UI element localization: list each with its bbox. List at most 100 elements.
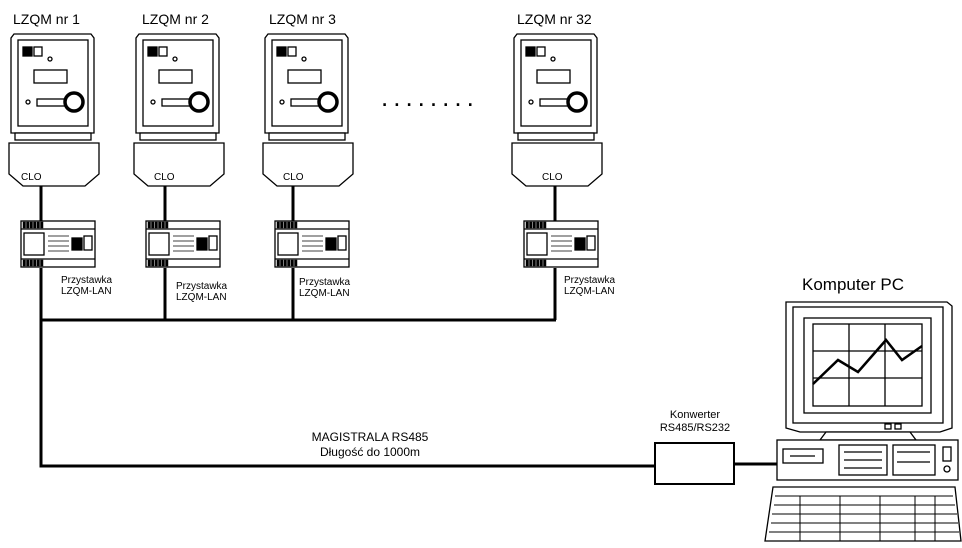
adapter-port-icon <box>71 237 83 251</box>
adapter-connector-icon <box>337 235 347 251</box>
meter-1-device <box>8 33 100 268</box>
adapter-terminal-icon <box>294 259 298 267</box>
meter-led-icon <box>33 46 43 57</box>
adapter-label-line1: Przystawka <box>176 281 228 292</box>
screen-graph-line <box>812 338 923 385</box>
meter-2-adapter-label: Przystawka LZQM-LAN <box>176 281 227 303</box>
adapter-connector-icon <box>83 235 93 251</box>
adapter-terminal-icon <box>40 221 44 229</box>
meter-knob-icon <box>317 91 339 113</box>
converter-label-line2: RS485/RS232 <box>659 422 731 434</box>
meter-2-device <box>133 33 225 268</box>
adapter-terminal-icon <box>22 259 26 267</box>
adapter-terminal-icon <box>525 221 529 229</box>
meter-1-adapter-label: Przystawka LZQM-LAN <box>61 275 112 297</box>
meter-2-title: LZQM nr 2 <box>142 11 209 27</box>
meter-indicator-icon <box>25 99 31 105</box>
drive-bay-3 <box>892 444 936 476</box>
adapter-terminal-icon <box>154 259 158 267</box>
meter-indicator-icon <box>279 99 285 105</box>
meters-layer <box>8 33 603 268</box>
meter-band <box>139 132 217 141</box>
meter-logo-icon <box>276 46 287 57</box>
meter-display <box>287 69 322 84</box>
computer-icon <box>764 301 962 542</box>
adapter-front-panel <box>23 232 45 256</box>
meter-1-base-label: CLO <box>21 172 42 183</box>
meter-band <box>517 132 595 141</box>
meter-knob-icon <box>188 91 210 113</box>
meter-32-title: LZQM nr 32 <box>517 11 592 27</box>
meter-logo-icon <box>147 46 158 57</box>
adapter-terminal-icon <box>161 221 165 229</box>
rs485-bus-lines <box>39 182 777 468</box>
adapter-terminal-icon <box>29 221 33 229</box>
adapter-terminal-icon <box>36 259 40 267</box>
meters-ellipsis: ........ <box>381 82 479 112</box>
adapter-terminal-icon <box>33 221 37 229</box>
meter-base <box>8 142 100 187</box>
adapter-terminal-icon <box>280 259 284 267</box>
adapter-terminal-icon <box>294 221 298 229</box>
adapter-module <box>274 220 350 268</box>
meter-1-title: LZQM nr 1 <box>13 11 80 27</box>
adapter-terminal-icon <box>532 259 536 267</box>
bus-main-line <box>39 320 655 468</box>
adapter-terminal-icon <box>33 259 37 267</box>
adapter-connector-icon <box>208 235 218 251</box>
adapter-terminal-icon <box>529 259 533 267</box>
meter-3-base-label: CLO <box>283 172 304 183</box>
adapter-module <box>20 220 96 268</box>
adapter-port-icon <box>325 237 337 251</box>
meter-indicator-icon <box>150 99 156 105</box>
meter-logo-icon <box>525 46 536 57</box>
meter-band <box>268 132 346 141</box>
converter-label: Konwerter RS485/RS232 <box>640 409 750 435</box>
adapter-terminal-icon <box>543 221 547 229</box>
adapter-terminal-icon <box>36 221 40 229</box>
adapter-port-icon <box>196 237 208 251</box>
adapter-terminal-icon <box>532 221 536 229</box>
meter-led-icon <box>287 46 297 57</box>
adapter-terminal-icon <box>151 259 155 267</box>
adapter-front-panel <box>277 232 299 256</box>
adapter-module <box>523 220 599 268</box>
adapter-terminal-icon <box>287 259 291 267</box>
adapter-terminal-icon <box>283 259 287 267</box>
adapter-label-line1: Przystawka <box>61 275 113 286</box>
meter-3-adapter-label: Przystawka LZQM-LAN <box>299 277 350 299</box>
meter-base <box>133 142 225 187</box>
meter-indicator-icon <box>47 56 53 62</box>
meter-logo-icon <box>22 46 33 57</box>
adapter-terminal-icon <box>276 221 280 229</box>
adapter-terminal-icon <box>529 221 533 229</box>
meter-32-device <box>511 33 603 268</box>
meter-led-icon <box>536 46 546 57</box>
meter-indicator-icon <box>550 56 556 62</box>
adapter-terminal-icon <box>29 259 33 267</box>
adapter-terminal-icon <box>165 259 169 267</box>
adapter-terminal-icon <box>539 259 543 267</box>
adapter-module <box>145 220 221 268</box>
adapter-terminal-icon <box>147 259 151 267</box>
adapter-terminal-icon <box>287 221 291 229</box>
adapter-terminal-icon <box>154 221 158 229</box>
meter-display <box>33 69 68 84</box>
adapter-label-line1: Przystawka <box>564 275 616 286</box>
adapter-terminal-icon <box>543 259 547 267</box>
converter-box <box>654 442 735 485</box>
adapter-front-panel <box>148 232 170 256</box>
adapter-terminal-icon <box>536 259 540 267</box>
adapter-terminal-icon <box>161 259 165 267</box>
adapter-connector-icon <box>586 235 596 251</box>
adapter-terminal-icon <box>26 221 30 229</box>
adapter-label-line2: LZQM-LAN <box>564 286 615 297</box>
meter-led-icon <box>158 46 168 57</box>
adapter-label-line1: Przystawka <box>299 277 351 288</box>
adapter-terminal-icon <box>280 221 284 229</box>
meter-display <box>536 69 571 84</box>
meter-band <box>14 132 92 141</box>
adapter-terminal-icon <box>283 221 287 229</box>
